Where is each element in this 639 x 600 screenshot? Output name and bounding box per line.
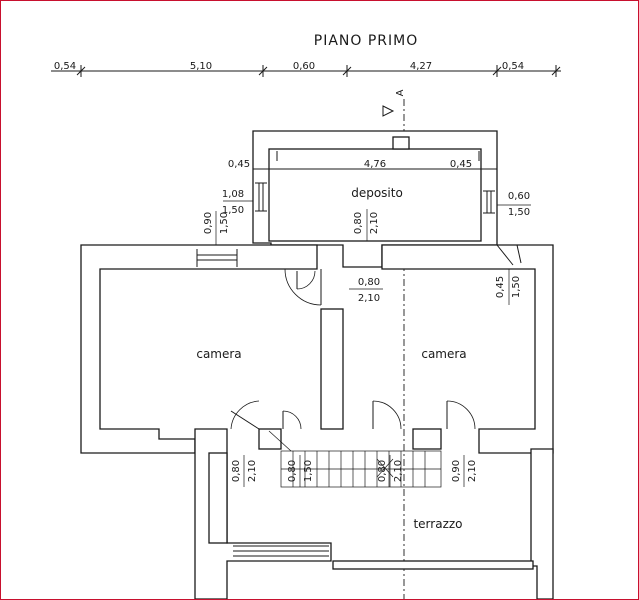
dim-win-right-h: 1,50 bbox=[508, 207, 530, 218]
dim-door-corr-w: 0,80 bbox=[358, 277, 380, 288]
dim-dep-width: 4,76 bbox=[364, 159, 386, 170]
dim-top-2: 5,10 bbox=[190, 61, 212, 72]
dim-win-left-h: 1,50 bbox=[222, 205, 244, 216]
dim-door-c-w: 0,80 bbox=[377, 460, 388, 482]
dim-top-3: 0,60 bbox=[293, 61, 315, 72]
dim-win-r-h: 1,50 bbox=[511, 276, 522, 298]
dim-dep-right: 0,45 bbox=[450, 159, 472, 170]
dim-top-1: 0,54 bbox=[54, 61, 76, 72]
dim-door-a-h: 2,10 bbox=[247, 460, 258, 482]
dimension-labels: 0,45 4,76 0,45 1,08 1,50 0,60 1,50 0,90 … bbox=[203, 159, 531, 487]
dim-win-left-w: 1,08 bbox=[222, 189, 244, 200]
dim-door-d-h: 2,10 bbox=[467, 460, 478, 482]
dim-top-4: 4,27 bbox=[410, 61, 432, 72]
top-dimension-chain: 0,54 5,10 0,60 4,27 0,54 bbox=[51, 61, 561, 77]
dim-win-v-h: 1,50 bbox=[219, 212, 230, 234]
dim-win-r-w: 0,45 bbox=[495, 276, 506, 298]
dim-door-c-h: 2,10 bbox=[393, 460, 404, 482]
dim-door-corr-h: 2,10 bbox=[358, 293, 380, 304]
dim-door-b-h: 1,50 bbox=[303, 460, 314, 482]
dim-door-b-w: 0,80 bbox=[287, 460, 298, 482]
dim-win-right-w: 0,60 bbox=[508, 191, 530, 202]
plan-title: PIANO PRIMO bbox=[314, 33, 419, 49]
dim-door-a-w: 0,80 bbox=[231, 460, 242, 482]
room-label-camera-left: camera bbox=[196, 347, 241, 361]
section-marker-label: A bbox=[395, 89, 406, 96]
section-marker-a: A bbox=[382, 89, 406, 117]
dim-top-5: 0,54 bbox=[502, 61, 524, 72]
dim-win-v-w: 0,90 bbox=[203, 212, 214, 234]
windows bbox=[196, 151, 522, 557]
doors bbox=[230, 268, 476, 430]
room-label-deposito: deposito bbox=[351, 186, 403, 200]
dim-door-dep-h: 2,10 bbox=[369, 212, 380, 234]
dim-door-dep-w: 0,80 bbox=[353, 212, 364, 234]
dim-dep-left: 0,45 bbox=[228, 159, 250, 170]
room-label-camera-right: camera bbox=[421, 347, 466, 361]
room-label-terrazzo: terrazzo bbox=[413, 517, 462, 531]
dim-door-d-w: 0,90 bbox=[451, 460, 462, 482]
walls bbox=[80, 130, 554, 599]
